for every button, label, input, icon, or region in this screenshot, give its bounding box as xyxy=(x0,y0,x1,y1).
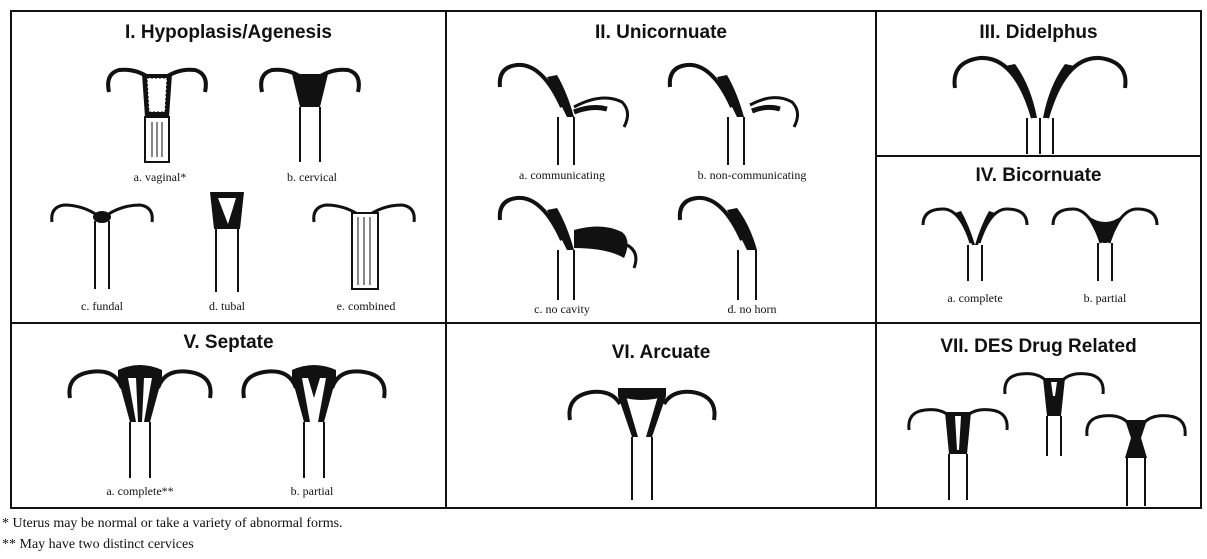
uterus-combined-icon xyxy=(304,197,424,297)
uterus-didelphus-icon xyxy=(945,48,1135,156)
uterus-septate-complete-icon xyxy=(60,360,220,480)
label-septate-partial: b. partial xyxy=(227,484,397,499)
panel-title: II. Unicornuate xyxy=(447,22,875,44)
panel-arcuate: VI. Arcuate xyxy=(445,322,877,509)
uterus-fundal-icon xyxy=(42,197,162,297)
panel-hypoplasia-agenesis: I. Hypoplasis/Agenesis a. vaginal* b. ce… xyxy=(10,10,447,324)
label-no-cavity: c. no cavity xyxy=(477,302,647,317)
panel-title: VI. Arcuate xyxy=(447,342,875,364)
uterus-des-3-icon xyxy=(1081,408,1191,508)
label-communicating: a. communicating xyxy=(477,168,647,183)
label-vaginal: a. vaginal* xyxy=(75,170,245,185)
uterus-tubal-icon xyxy=(192,184,262,299)
uterus-bicornuate-complete-icon xyxy=(915,203,1035,283)
label-cervical: b. cervical xyxy=(227,170,397,185)
panel-title: III. Didelphus xyxy=(877,22,1200,44)
label-non-communicating: b. non-communicating xyxy=(667,168,837,183)
uterus-vaginal-icon xyxy=(97,62,217,172)
panel-title: V. Septate xyxy=(12,332,445,354)
uterus-cervical-icon xyxy=(250,62,370,172)
panel-septate: V. Septate a. complete** b. partial xyxy=(10,322,447,509)
label-no-horn: d. no horn xyxy=(667,302,837,317)
uterus-des-1-icon xyxy=(903,402,1013,502)
panel-unicornuate: II. Unicornuate a. communicating b. non-… xyxy=(445,10,877,324)
panel-title: VII. DES Drug Related xyxy=(877,336,1200,358)
label-combined: e. combined xyxy=(281,299,451,314)
uterus-no-cavity-icon xyxy=(492,190,652,302)
uterus-septate-partial-icon xyxy=(234,360,394,480)
panel-bicornuate: IV. Bicornuate a. complete b. partial xyxy=(875,155,1202,324)
uterus-arcuate-icon xyxy=(562,382,722,502)
uterus-communicating-icon xyxy=(492,57,642,167)
label-septate-complete: a. complete** xyxy=(55,484,225,499)
footnote-1: * Uterus may be normal or take a variety… xyxy=(2,516,343,532)
footnote-2: ** May have two distinct cervices xyxy=(2,537,194,553)
uterus-no-horn-icon xyxy=(672,190,782,302)
panel-didelphus: III. Didelphus xyxy=(875,10,1202,157)
label-bicornuate-partial: b. partial xyxy=(1020,291,1190,306)
panel-des-drug-related: VII. DES Drug Related xyxy=(875,322,1202,509)
uterus-non-communicating-icon xyxy=(662,57,812,167)
panel-title: I. Hypoplasis/Agenesis xyxy=(12,22,445,44)
panel-title: IV. Bicornuate xyxy=(877,165,1200,187)
uterus-bicornuate-partial-icon xyxy=(1045,203,1165,283)
